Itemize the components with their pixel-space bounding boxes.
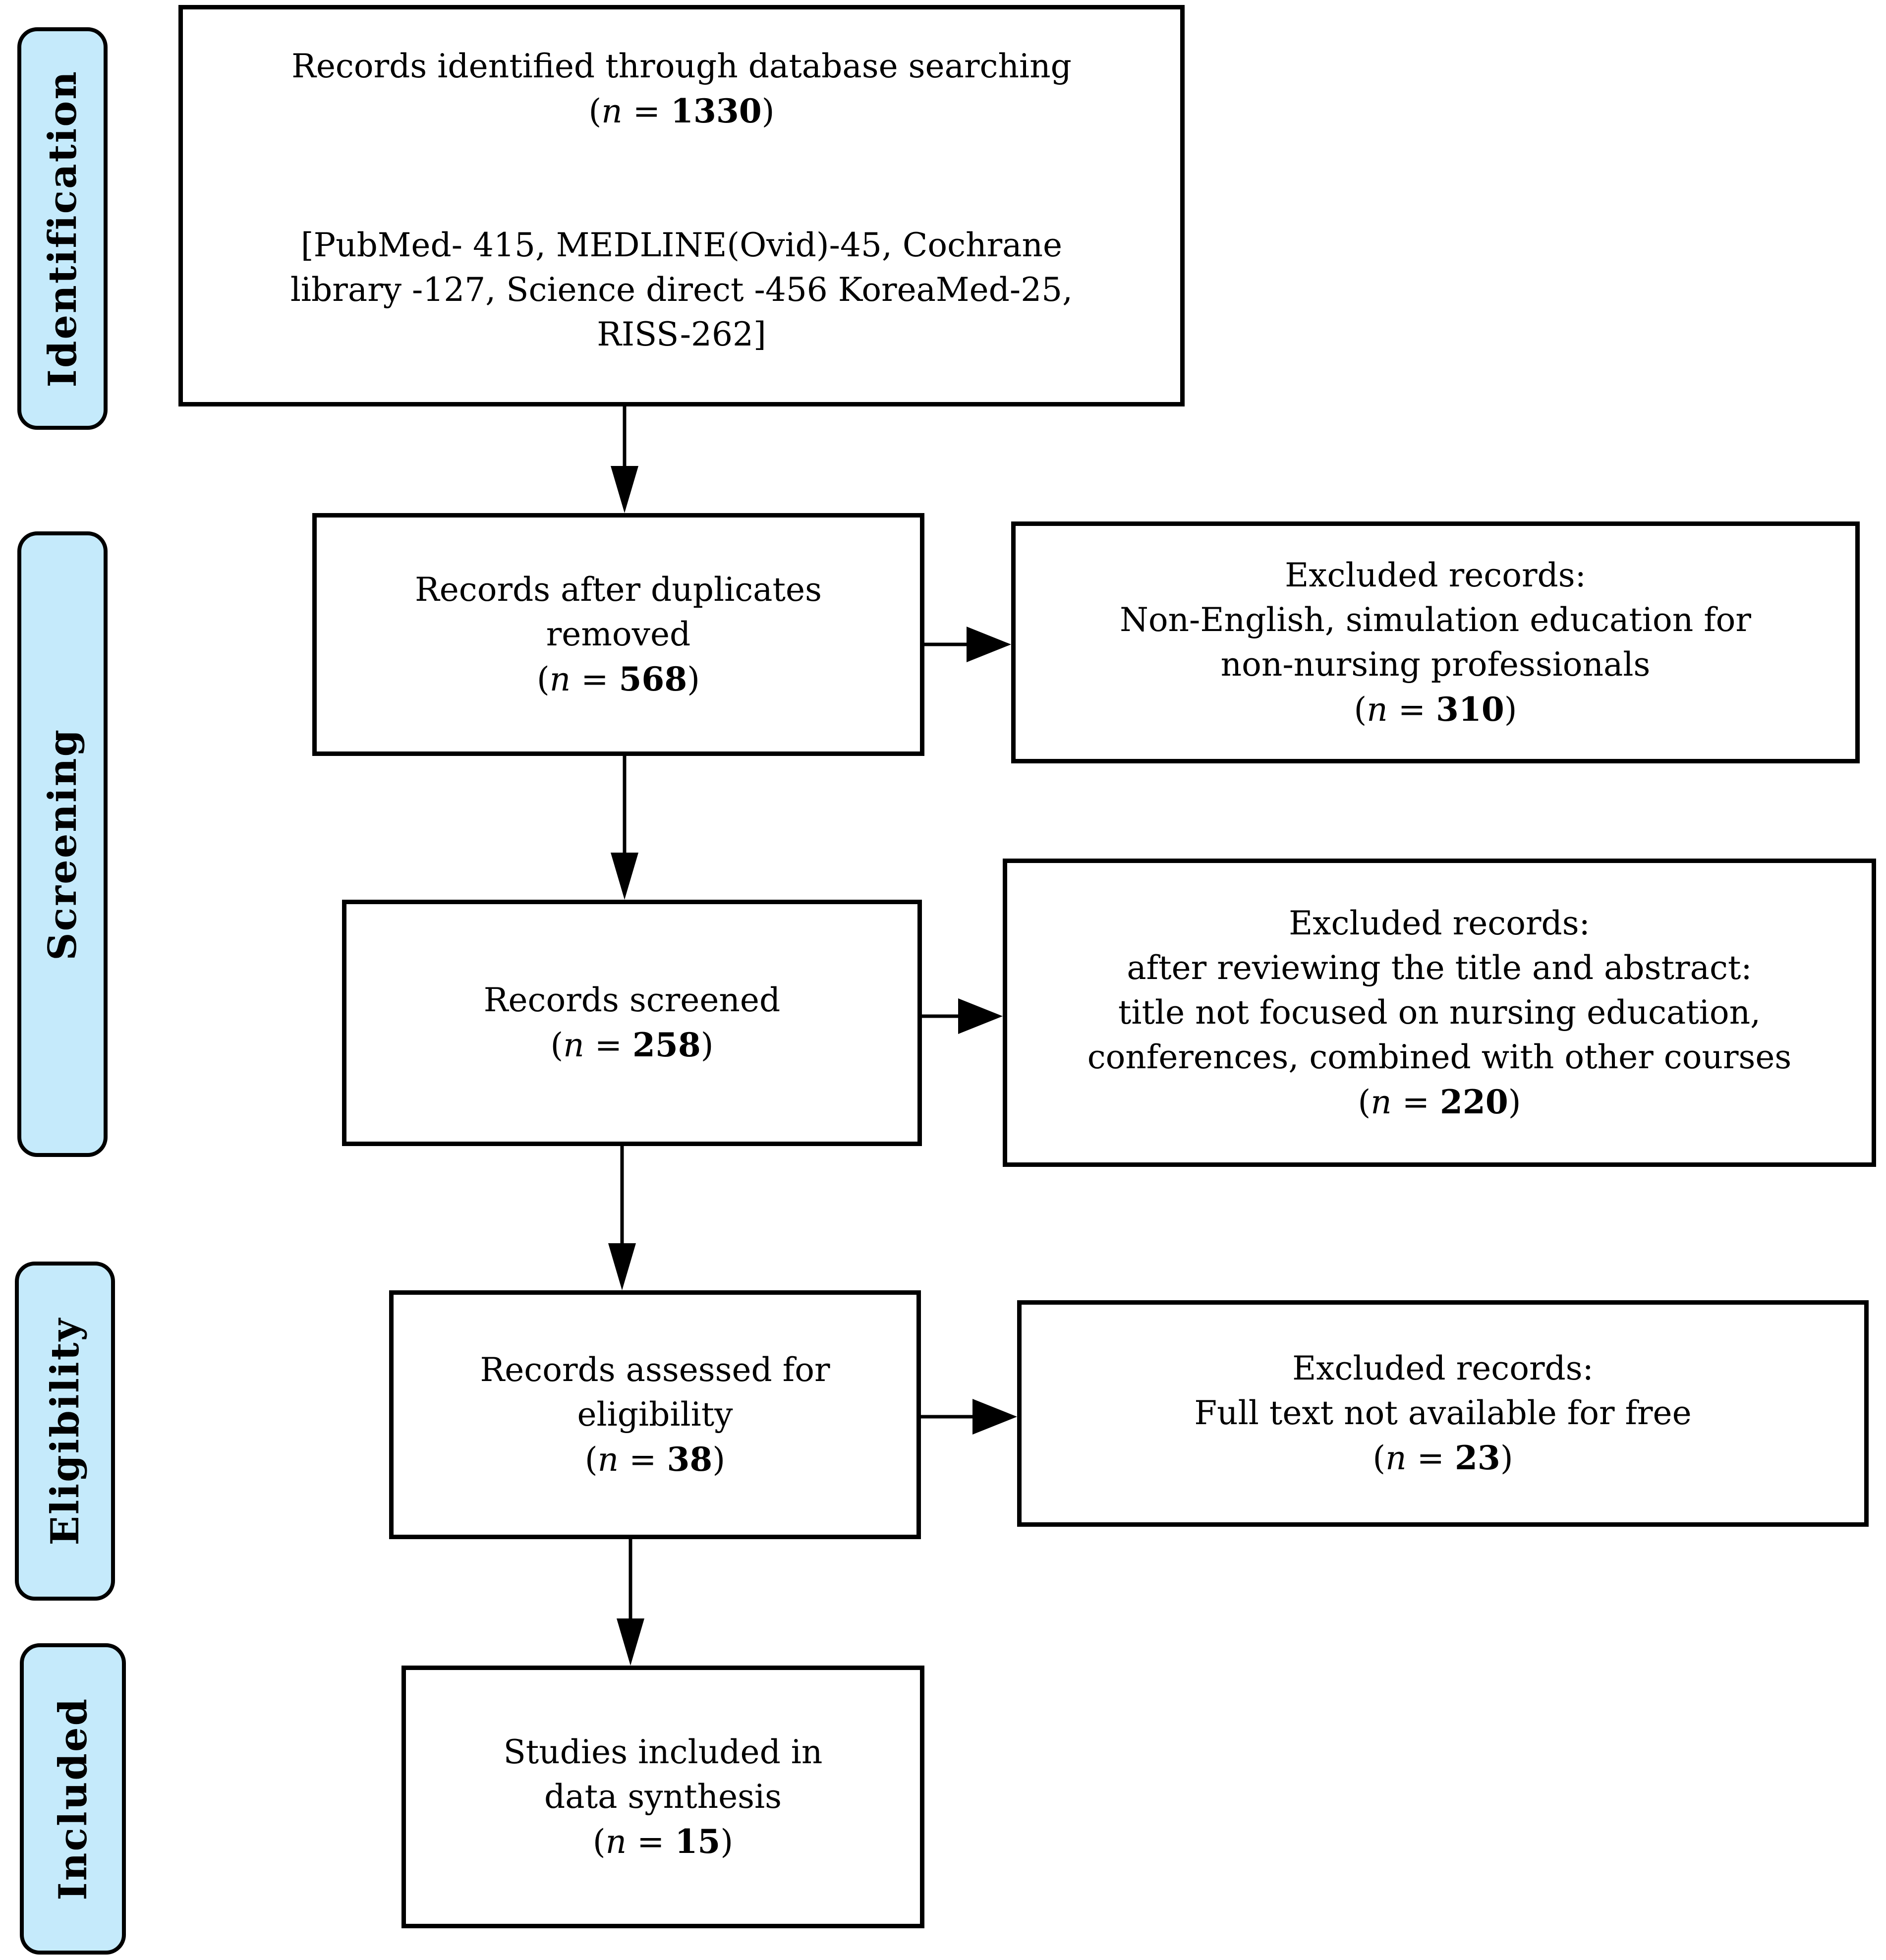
- text-line: Records after duplicates: [415, 570, 822, 609]
- stage-label-text: Eligibility: [42, 1317, 88, 1546]
- box-excluded-records-fulltext: Excluded records: Full text not available…: [1017, 1300, 1869, 1527]
- text-line: library -127, Science direct -456 KoreaM…: [290, 271, 1073, 309]
- text-line: Records assessed for: [480, 1350, 830, 1389]
- text-line: removed: [546, 615, 691, 653]
- text-line: [183, 178, 1180, 223]
- text-line: (n = 568): [536, 659, 700, 698]
- text-line: (n = 23): [1372, 1439, 1513, 1477]
- text-line: Excluded records:: [1285, 556, 1586, 594]
- text-line: title not focused on nursing education,: [1118, 993, 1761, 1032]
- text-line: [PubMed- 415, MEDLINE(Ovid)-45, Cochrane: [300, 226, 1063, 264]
- box-studies-included: Studies included in data synthesis (n = 15…: [401, 1666, 924, 1928]
- arrow-screened-to-assessed: [608, 1146, 636, 1290]
- text-line: data synthesis: [544, 1777, 782, 1816]
- text-line: (n = 1330): [588, 92, 775, 130]
- text-line: (n = 310): [1354, 690, 1517, 729]
- text-line: Excluded records:: [1289, 904, 1590, 942]
- text-line: conferences, combined with other courses: [1087, 1038, 1792, 1076]
- text-line: non-nursing professionals: [1220, 645, 1651, 684]
- box-excluded-records-screening: Excluded records: Non-English, simulation…: [1011, 521, 1860, 763]
- box-excluded-records-title-abstract: Excluded records: after reviewing the tit…: [1003, 859, 1876, 1167]
- box-records-identified: Records identified through database sear…: [178, 5, 1185, 406]
- arrow-assessed-to-included: [617, 1539, 644, 1666]
- text-line: (n = 258): [550, 1026, 714, 1064]
- stage-label-identification: Identification: [17, 27, 108, 430]
- stage-label-screening: Screening: [17, 531, 108, 1157]
- arrow-assessed-to-excluded3: [921, 1399, 1017, 1435]
- text-line: eligibility: [577, 1395, 733, 1434]
- box-records-assessed-eligibility: Records assessed for eligibility (n = 38): [389, 1290, 921, 1539]
- text-line: Studies included in: [503, 1732, 823, 1771]
- text-line: (n = 15): [592, 1822, 734, 1861]
- text-line: (n = 220): [1358, 1082, 1521, 1121]
- stage-label-text: Included: [50, 1697, 96, 1901]
- stage-label-text: Screening: [40, 728, 85, 961]
- text-line: Excluded records:: [1292, 1349, 1594, 1387]
- text-line: (n = 38): [584, 1440, 726, 1479]
- arrow-duplicates-to-excluded1: [924, 627, 1011, 662]
- arrow-screened-to-excluded2: [922, 998, 1003, 1034]
- stage-label-eligibility: Eligibility: [15, 1262, 115, 1601]
- text-line: Non-English, simulation education for: [1120, 600, 1751, 639]
- box-records-screened: Records screened (n = 258): [342, 900, 922, 1146]
- text-line: after reviewing the title and abstract:: [1127, 948, 1752, 987]
- text-line: RISS-262]: [597, 315, 766, 353]
- stage-label-included: Included: [20, 1643, 126, 1955]
- arrow-duplicates-to-screened: [611, 756, 638, 900]
- stage-label-text: Identification: [40, 69, 85, 388]
- text-line: Full text not available for free: [1194, 1394, 1692, 1432]
- text-line: Records identified through database sear…: [291, 47, 1072, 85]
- arrow-identified-to-duplicates: [611, 406, 638, 513]
- text-line: [183, 134, 1180, 178]
- text-line: Records screened: [483, 981, 781, 1019]
- box-records-after-duplicates-removed: Records after duplicates removed (n = 568): [312, 513, 924, 756]
